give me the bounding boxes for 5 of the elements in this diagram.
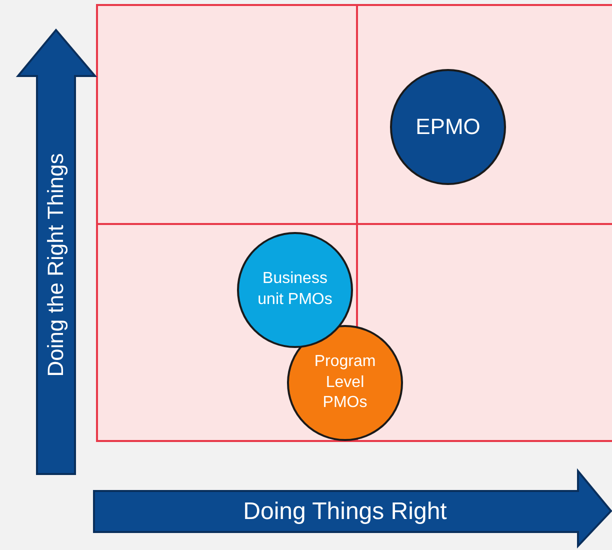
node-label: Business unit PMOs xyxy=(256,269,334,310)
node-label: EPMO xyxy=(414,112,482,141)
axis-label: Doing Things Right xyxy=(243,498,447,526)
node-label: Program Level PMOs xyxy=(313,352,377,414)
axis-label: Doing the Right Things xyxy=(43,153,69,377)
